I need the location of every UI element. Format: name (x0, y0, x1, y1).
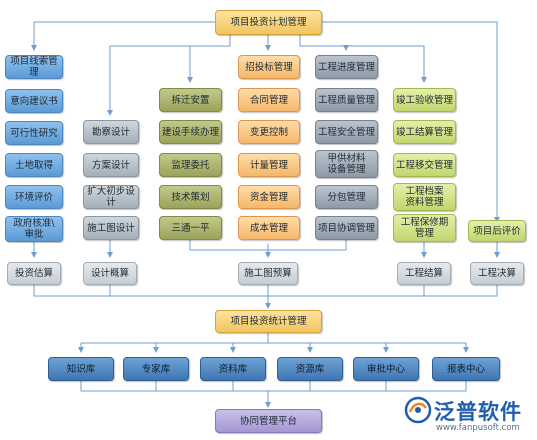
node-permits[interactable]: 建设手续办理 (159, 120, 222, 144)
node-quality[interactable]: 工程质量管理 (315, 88, 378, 112)
node-document-base[interactable]: 资料库 (200, 357, 266, 381)
node-government-approval[interactable]: 政府核准\ 审批 (5, 216, 63, 242)
node-design-budget[interactable]: 设计概算 (83, 262, 137, 285)
node-scheme-design[interactable]: 方案设计 (83, 153, 139, 177)
brand-name: 泛普软件 (434, 400, 522, 424)
node-approval-center[interactable]: 审批中心 (353, 357, 419, 381)
node-survey-design[interactable]: 勘察设计 (83, 120, 139, 144)
node-environment-assessment[interactable]: 环境评价 (5, 185, 63, 209)
node-post-evaluation[interactable]: 项目后评价 (468, 220, 526, 242)
node-safety[interactable]: 工程安全管理 (315, 120, 378, 144)
node-supplied-materials[interactable]: 甲供材料 设备管理 (315, 150, 378, 178)
node-subcontract[interactable]: 分包管理 (315, 185, 378, 209)
node-land-acquisition[interactable]: 土地取得 (5, 153, 63, 177)
node-expert-base[interactable]: 专家库 (123, 357, 189, 381)
node-project-settlement[interactable]: 工程结算 (397, 262, 451, 285)
project-investment-stats-box[interactable]: 项目投资统计管理 (215, 310, 322, 333)
node-final-accounts[interactable]: 工程决算 (470, 262, 524, 285)
node-contract[interactable]: 合同管理 (238, 88, 300, 112)
node-investment-estimate[interactable]: 投资估算 (7, 262, 61, 285)
node-drawing-budget[interactable]: 施工图预算 (238, 262, 298, 285)
node-project-leads[interactable]: 项目线索管理 (5, 55, 63, 79)
collaboration-platform-box[interactable]: 协同管理平台 (215, 409, 322, 433)
node-relocation[interactable]: 拆迁安置 (159, 88, 222, 112)
node-warranty[interactable]: 工程保修期 管理 (393, 214, 456, 242)
brand-url: www.fanpusoft.com (436, 423, 520, 433)
node-construction-drawing[interactable]: 施工图设计 (83, 216, 139, 240)
node-cost[interactable]: 成本管理 (238, 216, 300, 240)
node-bidding[interactable]: 招投标管理 (238, 55, 300, 79)
node-handover[interactable]: 工程移交管理 (393, 153, 456, 177)
node-completion-settlement[interactable]: 竣工结算管理 (393, 120, 456, 144)
node-archives[interactable]: 工程档案 资料管理 (393, 183, 456, 211)
node-technical-planning[interactable]: 技术策划 (159, 185, 222, 209)
node-coordination[interactable]: 项目协调管理 (315, 216, 378, 240)
node-knowledge-base[interactable]: 知识库 (48, 357, 114, 381)
node-feasibility-study[interactable]: 可行性研究 (5, 121, 63, 145)
node-change-control[interactable]: 变更控制 (238, 120, 300, 144)
node-intent-proposal[interactable]: 意向建议书 (5, 89, 63, 113)
node-completion-acceptance[interactable]: 竣工验收管理 (393, 88, 456, 112)
node-funds[interactable]: 资金管理 (238, 185, 300, 209)
node-preliminary-design[interactable]: 扩大初步设计 (83, 185, 139, 209)
logo-mark-icon (404, 396, 432, 424)
node-report-center[interactable]: 报表中心 (432, 357, 500, 381)
node-resource-base[interactable]: 资源库 (277, 357, 343, 381)
fanpu-logo: 泛普软件 www.fanpusoft.com (404, 394, 534, 438)
node-supervision[interactable]: 监理委托 (159, 153, 222, 177)
project-investment-plan-box[interactable]: 项目投资计划管理 (215, 10, 322, 35)
node-measurement[interactable]: 计量管理 (238, 153, 300, 177)
node-site-preparation[interactable]: 三通一平 (159, 216, 222, 240)
node-progress[interactable]: 工程进度管理 (315, 55, 378, 79)
